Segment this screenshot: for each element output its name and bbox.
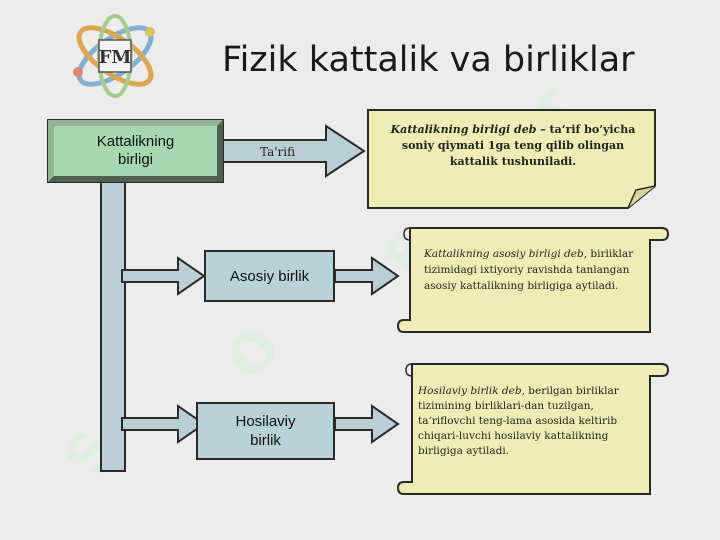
main-box-line1: Kattalikning: [96, 133, 175, 150]
tarifi-arrow: [222, 124, 366, 178]
hosilaviy-line2: birlik: [250, 432, 281, 449]
hosilaviy-line1: Hosilaviy: [235, 413, 296, 430]
asosiy-note-text: Kattalikning asosiy birligi deb, birlikl…: [424, 246, 642, 294]
hosilaviy-note-scroll: [396, 363, 670, 495]
definition-term: Kattalikning birligi deb: [390, 123, 537, 136]
hosilaviy-birlik-box: Hosilaviy birlik: [196, 402, 335, 460]
definition-rest: – ta‘rif bo’yicha soniy qiymati 1ga teng…: [401, 123, 636, 168]
asosiy-term: Kattalikning asosiy birligi deb,: [424, 248, 588, 260]
asosiy-in-arrow: [121, 256, 206, 296]
hosilaviy-out-arrow: [334, 404, 400, 444]
asosiy-out-arrow: [334, 256, 400, 296]
hosilaviy-note-text: Hosilaviy birlik deb, berilgan birliklar…: [418, 384, 644, 459]
hosilaviy-rest: , berilgan birliklar tizimining birlikla…: [418, 385, 619, 457]
page-title: Fizik kattalik va birliklar: [222, 40, 635, 80]
tarifi-label: Ta'rifi: [260, 145, 295, 159]
hosilaviy-term: Hosilaviy birlik deb: [418, 385, 522, 397]
main-box-line2: birligi: [117, 151, 153, 168]
asosiy-rest: birliklar tizimidagi ixtiyoriy ravishda …: [424, 248, 634, 292]
asosiy-note-scroll: [396, 227, 670, 333]
asosiy-birlik-label: Asosiy birlik: [229, 267, 310, 285]
logo-icon: FM: [73, 14, 155, 98]
definition-note-text: Kattalikning birligi deb – ta‘rif bo’yic…: [382, 122, 644, 170]
svg-text:FM: FM: [99, 47, 132, 68]
hosilaviy-in-arrow: [121, 404, 206, 444]
main-box-kattalikning-birligi: Kattalikning birligi: [47, 119, 224, 183]
asosiy-birlik-box: Asosiy birlik: [204, 250, 335, 302]
